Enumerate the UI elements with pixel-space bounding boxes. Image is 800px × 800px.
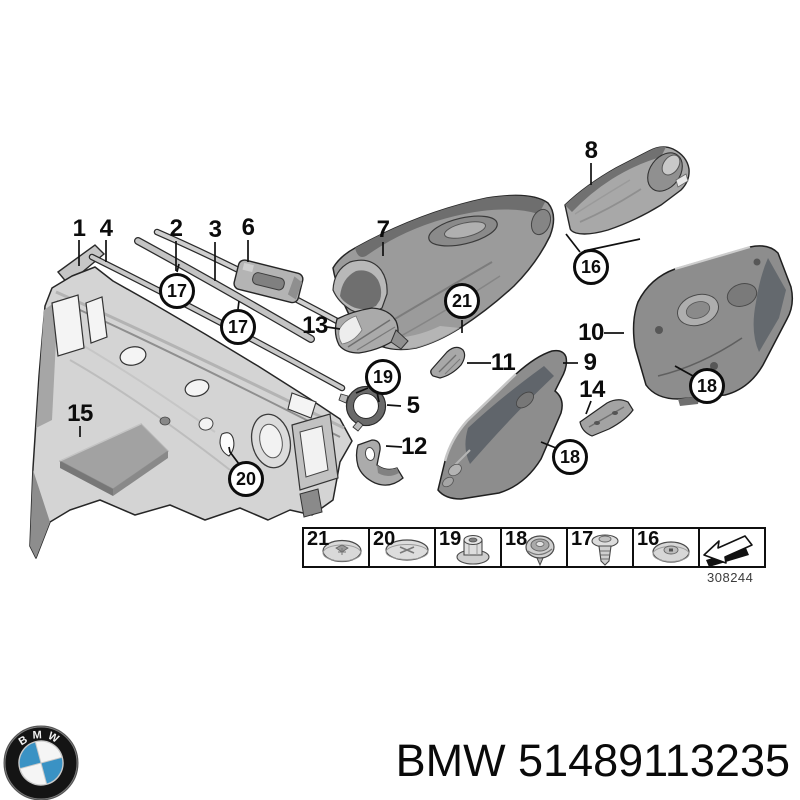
callout-8: 8: [584, 137, 598, 164]
legend-label-16: 16: [637, 528, 660, 550]
legend-label-20: 20: [373, 528, 396, 550]
direction-arrow-icon: [703, 535, 753, 566]
callout-10: 10: [578, 319, 604, 346]
callout-5: 5: [406, 392, 420, 419]
legend-label-19: 19: [439, 528, 462, 550]
callout-9: 9: [583, 349, 597, 376]
callout-1: 1: [72, 215, 86, 242]
callout-circle-21: 21: [444, 283, 480, 319]
part-12-bracket: [355, 439, 404, 486]
callout-circle-20: 20: [228, 461, 264, 497]
part-6-cover-pad: [233, 259, 304, 304]
callout-4: 4: [99, 215, 113, 242]
hex-nut-icon: [456, 534, 490, 565]
callout-11: 11: [490, 349, 516, 376]
legend-cell-21: 21: [304, 529, 370, 566]
legend-cell-17: 17: [568, 529, 634, 566]
callout-circle-18-a: 18: [689, 368, 725, 404]
part-9-dash-insulation: [437, 349, 568, 500]
part-15-insulation-pad: [58, 423, 169, 496]
callout-circle-17-a: 17: [159, 273, 195, 309]
legend-label-18: 18: [505, 528, 528, 550]
part-8-tunnel-insulation: [564, 146, 690, 235]
callout-6: 6: [241, 214, 255, 241]
plastic-nut-flat-icon: [385, 539, 429, 561]
legend-label-17: 17: [571, 528, 594, 550]
callout-13: 13: [302, 312, 328, 339]
part-13-sound-insulation-piece: [334, 307, 409, 354]
callout-3: 3: [208, 216, 222, 243]
callout-2: 2: [169, 215, 183, 242]
callout-15: 15: [67, 400, 93, 427]
legend-cell-16: 16: [634, 529, 700, 566]
callout-14: 14: [579, 376, 605, 403]
callout-circle-19: 19: [365, 359, 401, 395]
expanding-rivet-icon: [591, 534, 619, 566]
part-11-wedge-piece: [430, 346, 466, 379]
callout-7: 7: [376, 216, 390, 243]
expanding-clip-icon: [525, 535, 555, 566]
washer-nut-icon: [652, 541, 690, 563]
legend-cell-20: 20: [370, 529, 436, 566]
bmw-logo: BMW: [3, 725, 79, 800]
callout-circle-18-b: 18: [552, 439, 588, 475]
part-number-text: BMW 51489113235: [395, 735, 790, 786]
legend-label-21: 21: [307, 528, 330, 550]
callout-circle-17-b: 17: [220, 309, 256, 345]
part-14-small-strip: [579, 399, 634, 437]
fastener-legend: 21 20 19: [302, 527, 766, 568]
legend-cell-18: 18: [502, 529, 568, 566]
legend-cell-19: 19: [436, 529, 502, 566]
callout-circle-16: 16: [573, 249, 609, 285]
drawing-code: 308244: [707, 570, 754, 585]
part-5-gasket-ring: [338, 383, 389, 432]
plastic-nut-icon: [322, 539, 362, 563]
legend-cell-arrow: [700, 529, 764, 566]
callout-12: 12: [401, 433, 427, 460]
part-10-dash-insulation: [632, 245, 794, 406]
